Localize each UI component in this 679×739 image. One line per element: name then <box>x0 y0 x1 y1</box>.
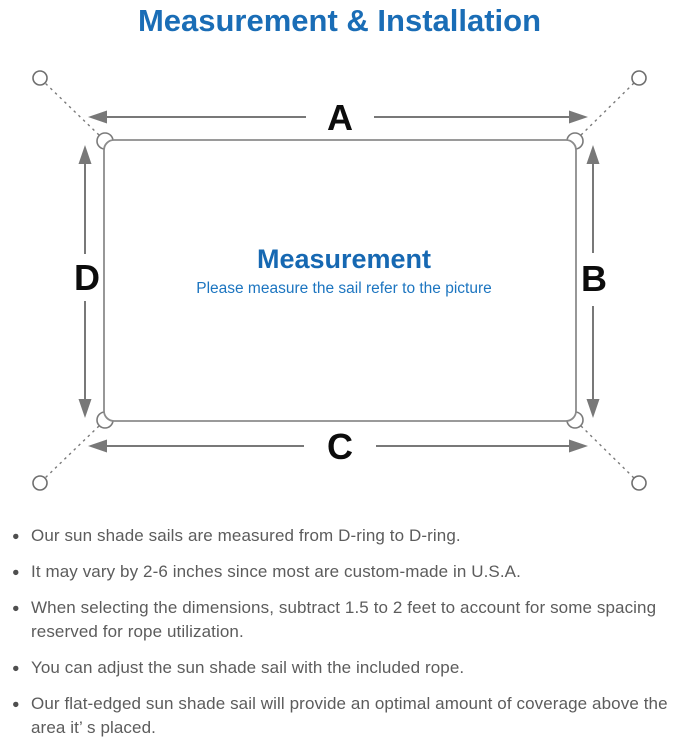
instruction-list: ● Our sun shade sails are measured from … <box>0 524 679 739</box>
diagram-center-title: Measurement <box>257 244 431 274</box>
instruction-text: Our sun shade sails are measured from D-… <box>31 526 461 545</box>
dimension-label-c: C <box>327 426 353 467</box>
arrow-b-head-top <box>586 145 600 164</box>
instruction-text: You can adjust the sun shade sail with t… <box>31 658 465 677</box>
list-item: ● You can adjust the sun shade sail with… <box>0 656 679 680</box>
list-item: ● Our sun shade sails are measured from … <box>0 524 679 548</box>
arrow-a-head-left <box>88 110 107 124</box>
dimension-label-b: B <box>581 258 607 299</box>
page-title: Measurement & Installation <box>137 3 542 38</box>
list-item: ● When selecting the dimensions, subtrac… <box>0 596 679 644</box>
dimension-label-d: D <box>74 257 100 298</box>
arrow-c-head-right <box>569 439 588 453</box>
bullet-icon: ● <box>12 661 20 675</box>
arrow-d-head-bottom <box>78 399 92 418</box>
instruction-text: It may vary by 2-6 inches since most are… <box>31 562 521 581</box>
list-item: ● Our flat-edged sun shade sail will pro… <box>0 692 679 739</box>
bullet-icon: ● <box>12 565 20 579</box>
instruction-text: When selecting the dimensions, subtract … <box>31 598 657 641</box>
anchor-point-bottom-left <box>32 475 48 491</box>
rope-line-top-right <box>580 82 635 136</box>
anchor-point-bottom-right <box>631 475 647 491</box>
diagram-center-subtitle: Please measure the sail refer to the pic… <box>196 280 492 297</box>
arrow-b-head-bottom <box>586 399 600 418</box>
measurement-diagram: A C D B Measurement Please measure the s… <box>32 70 647 491</box>
bullet-icon: ● <box>12 601 20 615</box>
list-item: ● It may vary by 2-6 inches since most a… <box>0 560 679 584</box>
instruction-text: Our flat-edged sun shade sail will provi… <box>31 694 668 737</box>
arrow-d-head-top <box>78 145 92 164</box>
sail-outline <box>103 139 577 422</box>
anchor-point-top-left <box>32 70 48 86</box>
rope-line-top-left <box>44 82 100 136</box>
rope-line-bottom-left <box>44 425 100 479</box>
bullet-icon: ● <box>12 697 20 711</box>
rope-line-bottom-right <box>580 425 635 479</box>
arrow-c-head-left <box>88 439 107 453</box>
bullet-icon: ● <box>12 529 20 543</box>
dimension-label-a: A <box>327 97 353 138</box>
arrow-a-head-right <box>569 110 588 124</box>
anchor-point-top-right <box>631 70 647 86</box>
